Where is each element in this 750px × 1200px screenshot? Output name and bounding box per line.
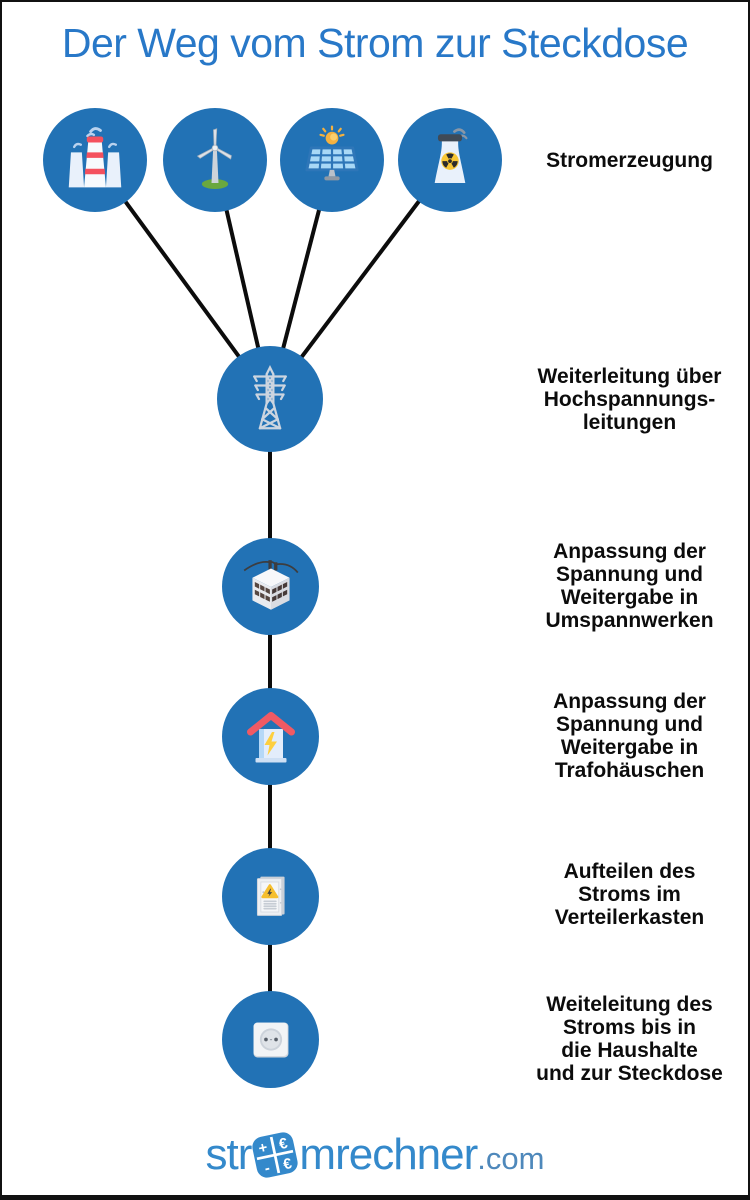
label-line: die Haushalte bbox=[561, 1039, 698, 1062]
label-line: Stromerzeugung bbox=[546, 149, 713, 172]
label-line: Weiterleitung über bbox=[537, 365, 722, 388]
fossil-power-plant-node bbox=[43, 108, 147, 212]
wind-turbine-node bbox=[163, 108, 267, 212]
transformer-house-node bbox=[222, 688, 319, 785]
label-line: Hochspannungs- bbox=[543, 388, 716, 411]
distribution-box-icon bbox=[256, 876, 285, 916]
power-socket-icon bbox=[253, 1022, 288, 1057]
nuclear-power-plant-icon bbox=[434, 128, 468, 183]
label-line: Verteilerkasten bbox=[554, 906, 705, 929]
substation-node bbox=[222, 538, 319, 635]
label-line: Weitergabe in bbox=[560, 736, 699, 759]
label-line: Weiteleitung des bbox=[546, 993, 713, 1016]
label-line: Spannung und bbox=[556, 713, 703, 736]
label-line: Aufteilen des bbox=[563, 860, 696, 883]
logo-text-prefix: str bbox=[205, 1130, 253, 1179]
transmission-tower-node bbox=[217, 346, 323, 452]
label-line: und zur Steckdose bbox=[536, 1062, 723, 1085]
label-line: Anpassung der bbox=[553, 690, 706, 713]
transformer-house-label: Anpassung der Spannung und Weitergabe in… bbox=[507, 690, 748, 782]
calc-symbol-minus: - bbox=[264, 1160, 272, 1178]
transmission-tower-icon bbox=[253, 364, 287, 430]
transformer-house-icon bbox=[246, 711, 295, 762]
transmission-label: Weiterleitung über Hochspannungs- leitun… bbox=[507, 365, 748, 434]
substation-label: Anpassung der Spannung und Weitergabe in… bbox=[507, 540, 748, 632]
logo-text-tld: .com bbox=[477, 1141, 545, 1176]
nuclear-power-plant-node bbox=[398, 108, 502, 212]
label-line: leitungen bbox=[582, 411, 677, 434]
label-line: Weitergabe in bbox=[560, 586, 699, 609]
footer-logo: str + € - € mrechner .com bbox=[2, 1130, 748, 1180]
logo-text-suffix: mrechner bbox=[299, 1130, 478, 1179]
label-line: Trafohäuschen bbox=[554, 759, 705, 782]
label-line: Spannung und bbox=[556, 563, 703, 586]
power-socket-label: Weiteleitung des Stroms bis in die Haush… bbox=[507, 993, 748, 1085]
label-line: Stroms bis in bbox=[562, 1016, 697, 1039]
wind-turbine-icon bbox=[196, 128, 232, 189]
page-title: Der Weg vom Strom zur Steckdose bbox=[61, 20, 689, 66]
distribution-box-label: Aufteilen des Stroms im Verteilerkasten bbox=[507, 860, 748, 929]
label-line: Anpassung der bbox=[553, 540, 706, 563]
label-line: Stroms im bbox=[578, 883, 681, 906]
substation-icon bbox=[243, 559, 298, 610]
generation-label: Stromerzeugung bbox=[507, 149, 748, 172]
fossil-power-plant-icon bbox=[68, 127, 122, 188]
power-socket-node bbox=[222, 991, 319, 1088]
distribution-box-node bbox=[222, 848, 319, 945]
solar-panel-icon bbox=[305, 125, 359, 181]
solar-panel-node bbox=[280, 108, 384, 212]
label-line: Umspannwerken bbox=[545, 609, 714, 632]
calculator-icon: + € - € bbox=[252, 1132, 299, 1178]
